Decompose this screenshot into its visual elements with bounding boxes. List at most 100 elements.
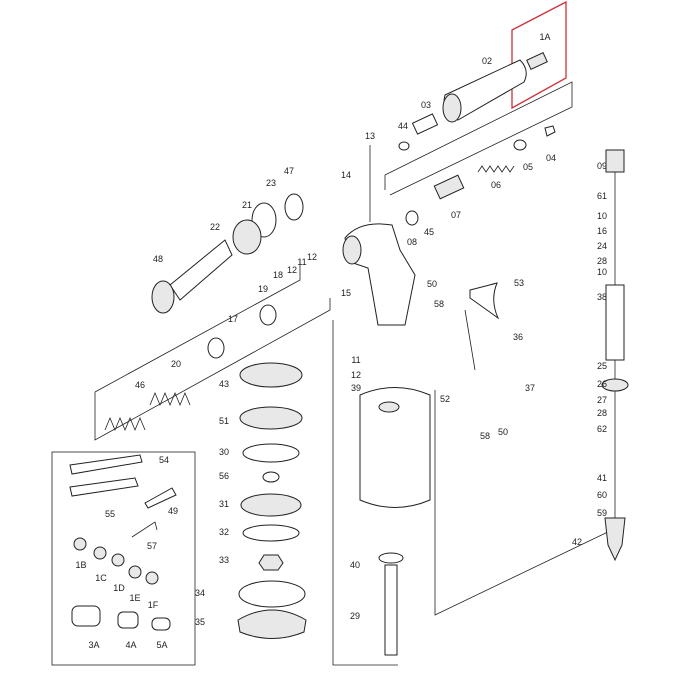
part-label-27: 27	[597, 395, 607, 405]
part-label-12: 12	[287, 265, 297, 275]
part-51	[239, 406, 303, 430]
part-08	[405, 210, 419, 226]
part-label-31: 31	[219, 499, 229, 509]
part-label-20: 20	[171, 359, 181, 369]
part-20-spring	[149, 391, 191, 407]
part-3A	[71, 605, 101, 627]
part-label-56: 56	[219, 471, 229, 481]
part-39-cylinder	[359, 387, 431, 508]
part-label-41: 41	[597, 473, 607, 483]
part-label-09: 09	[597, 161, 607, 171]
part-label-45: 45	[424, 227, 434, 237]
part-label-39: 39	[351, 383, 361, 393]
part-label-46: 46	[135, 380, 145, 390]
part-53-trigger	[469, 282, 500, 320]
part-label-40: 40	[350, 560, 360, 570]
part-label-43: 43	[219, 379, 229, 389]
part-label-07: 07	[451, 210, 461, 220]
part-42	[604, 517, 626, 562]
part-label-03: 03	[421, 100, 431, 110]
right-return-line	[434, 390, 613, 616]
part-label-58: 58	[434, 299, 444, 309]
part-label-4A: 4A	[125, 640, 136, 650]
part-label-48: 48	[153, 254, 163, 264]
part-47-oring	[284, 193, 304, 221]
part-label-1F: 1F	[148, 600, 159, 610]
part-22	[169, 239, 233, 301]
part-label-1E: 1E	[129, 593, 140, 603]
part-02-end	[442, 93, 462, 123]
part-label-38: 38	[597, 292, 607, 302]
part-35	[237, 609, 307, 639]
part-label-12: 12	[307, 252, 317, 262]
part-label-1A: 1A	[539, 32, 550, 42]
part-label-36: 36	[513, 332, 523, 342]
part-15-face	[342, 235, 362, 265]
part-label-52: 52	[440, 394, 450, 404]
part-09	[605, 149, 625, 173]
part-31	[240, 493, 302, 517]
part-5A	[151, 617, 171, 631]
part-label-08: 08	[407, 237, 417, 247]
part-label-17: 17	[228, 314, 238, 324]
cylinder-group-boundary	[94, 298, 331, 441]
part-label-47: 47	[284, 166, 294, 176]
part-label-24: 24	[597, 241, 607, 251]
part-03	[411, 113, 439, 135]
part-label-11: 11	[297, 257, 306, 267]
part-label-18: 18	[273, 270, 283, 280]
part-05	[513, 139, 527, 151]
part-label-37: 37	[525, 383, 535, 393]
part-1A-adapter	[526, 52, 548, 70]
part-label-44: 44	[398, 121, 408, 131]
part-label-61: 61	[597, 191, 607, 201]
part-label-59: 59	[597, 508, 607, 518]
part-label-55: 55	[105, 509, 115, 519]
part-label-15: 15	[341, 288, 351, 298]
part-04	[544, 125, 556, 137]
part-46-spring	[104, 416, 146, 432]
part-19	[259, 304, 277, 326]
part-label-1B: 1B	[75, 560, 86, 570]
part-label-29: 29	[350, 611, 360, 621]
part-label-50: 50	[427, 279, 437, 289]
part-label-22: 22	[210, 222, 220, 232]
part-40	[378, 552, 404, 564]
part-label-50: 50	[498, 427, 508, 437]
part-label-32: 32	[219, 527, 229, 537]
part-label-23: 23	[266, 178, 276, 188]
part-1B	[73, 537, 87, 551]
part-label-10: 10	[597, 267, 607, 277]
part-label-5A: 5A	[156, 640, 167, 650]
part-label-04: 04	[546, 153, 556, 163]
part-44	[398, 141, 410, 151]
part-label-25: 25	[597, 361, 607, 371]
part-07	[433, 174, 465, 200]
part-label-3A: 3A	[88, 640, 99, 650]
part-39-opening	[378, 401, 400, 413]
part-1D	[111, 553, 125, 567]
part-29-rod	[384, 564, 398, 656]
part-26	[601, 378, 629, 392]
accessory-box	[51, 451, 196, 666]
part-1F	[145, 571, 159, 585]
part-label-12: 12	[351, 370, 361, 380]
part-label-05: 05	[523, 162, 533, 172]
part-49	[144, 487, 177, 509]
part-label-10: 10	[597, 211, 607, 221]
part-label-54: 54	[159, 455, 169, 465]
part-label-58: 58	[480, 431, 490, 441]
part-06-spring	[477, 165, 515, 173]
part-label-11: 11	[351, 355, 360, 365]
part-label-28: 28	[597, 408, 607, 418]
part-label-06: 06	[491, 180, 501, 190]
part-55-wrench	[69, 477, 139, 497]
part-label-57: 57	[147, 541, 157, 551]
part-54-wrench	[69, 454, 143, 475]
cylinder-group-boundary-top	[94, 260, 301, 393]
part-30	[242, 443, 300, 463]
part-56	[262, 471, 280, 483]
part-label-53: 53	[514, 278, 524, 288]
